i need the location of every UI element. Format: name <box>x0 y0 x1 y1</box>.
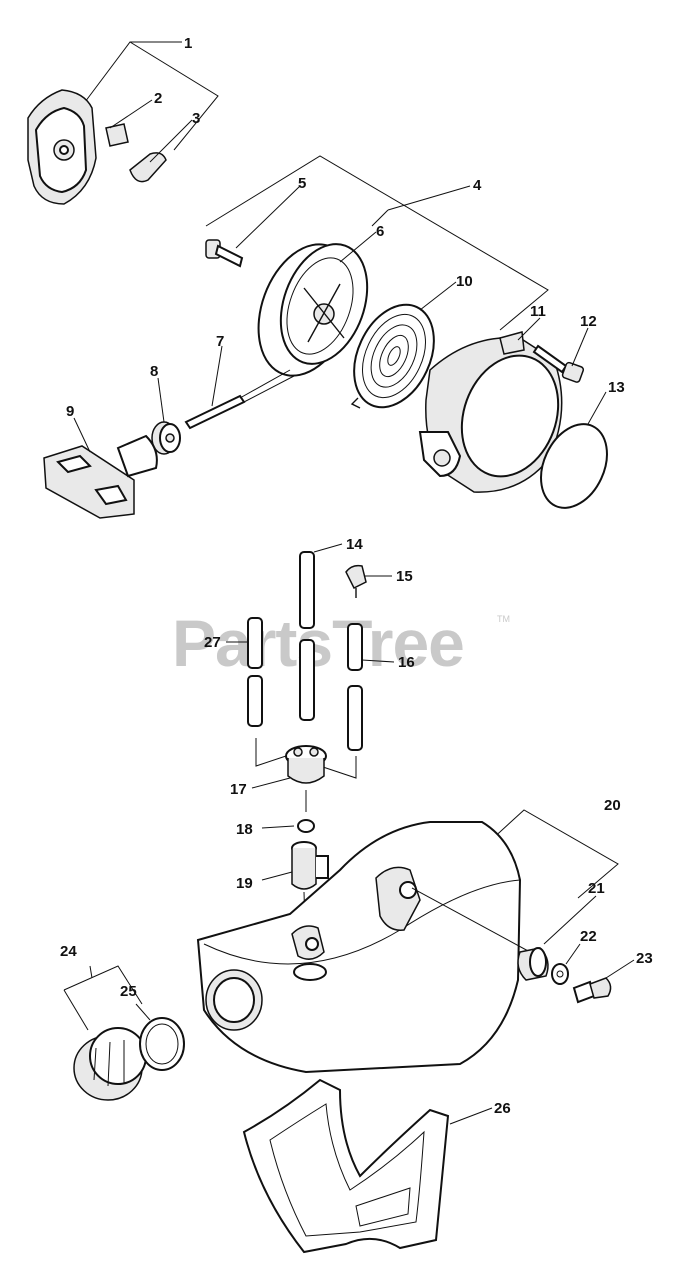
callout-16[interactable]: 16 <box>398 654 415 671</box>
spring-10[interactable] <box>339 292 450 420</box>
callout-25[interactable]: 25 <box>120 983 137 1000</box>
callout-15[interactable]: 15 <box>396 568 413 585</box>
fuel-tank-20[interactable] <box>196 821 522 1074</box>
callout-8[interactable]: 8 <box>150 363 158 380</box>
o-ring-18[interactable] <box>297 819 315 833</box>
fuel-line-14[interactable] <box>299 551 315 721</box>
callout-11[interactable]: 11 <box>530 303 546 320</box>
housing-11[interactable] <box>418 331 574 493</box>
fuel-filter-19[interactable] <box>291 841 329 890</box>
callout-9[interactable]: 9 <box>66 403 74 420</box>
fuel-line-27[interactable] <box>247 617 263 727</box>
reel-6[interactable] <box>241 231 382 389</box>
fuel-filter-cap-15[interactable] <box>345 564 367 598</box>
callout-10[interactable]: 10 <box>456 273 473 290</box>
callout-23[interactable]: 23 <box>636 950 653 967</box>
screw-12[interactable] <box>532 344 585 383</box>
callout-24[interactable]: 24 <box>60 943 77 960</box>
callout-14[interactable]: 14 <box>346 536 363 553</box>
callout-1[interactable]: 1 <box>184 35 192 52</box>
callout-18[interactable]: 18 <box>236 821 253 838</box>
callout-4[interactable]: 4 <box>473 177 482 194</box>
callout-3[interactable]: 3 <box>192 110 200 127</box>
callout-26[interactable]: 26 <box>494 1100 511 1117</box>
callout-2[interactable]: 2 <box>154 90 162 107</box>
grommet-17[interactable] <box>285 745 327 784</box>
callout-22[interactable]: 22 <box>580 928 597 945</box>
callout-19[interactable]: 19 <box>236 875 253 892</box>
watermark: PartsTree TM <box>172 606 510 680</box>
fuel-line-16[interactable] <box>347 623 363 751</box>
callout-5[interactable]: 5 <box>298 175 306 192</box>
gasket-25[interactable] <box>139 1017 185 1071</box>
starter-handle-9[interactable] <box>43 434 158 519</box>
callout-17[interactable]: 17 <box>230 781 247 798</box>
callouts: 1 2 3 4 5 6 7 8 9 10 11 12 13 14 15 16 1… <box>60 35 653 1117</box>
callout-7[interactable]: 7 <box>216 333 224 350</box>
callout-20[interactable]: 20 <box>604 797 621 814</box>
washer-22[interactable] <box>551 963 569 985</box>
bushing-8[interactable] <box>151 421 181 455</box>
watermark-trademark: TM <box>497 614 510 624</box>
gasket-13[interactable] <box>528 413 620 518</box>
fuel-cap-24[interactable] <box>73 1027 147 1101</box>
watermark-text: PartsTree <box>172 606 464 680</box>
bolt-5[interactable] <box>205 239 244 268</box>
bolt-23[interactable] <box>572 977 612 1004</box>
spacer-21[interactable] <box>517 947 549 981</box>
callout-6[interactable]: 6 <box>376 223 384 240</box>
rope-7[interactable] <box>184 369 295 430</box>
callout-13[interactable]: 13 <box>608 379 625 396</box>
callout-21[interactable]: 21 <box>588 880 605 897</box>
pulley-assembly[interactable] <box>27 41 219 205</box>
guard-26[interactable] <box>242 1078 450 1254</box>
callout-27[interactable]: 27 <box>204 634 221 651</box>
callout-12[interactable]: 12 <box>580 313 597 330</box>
